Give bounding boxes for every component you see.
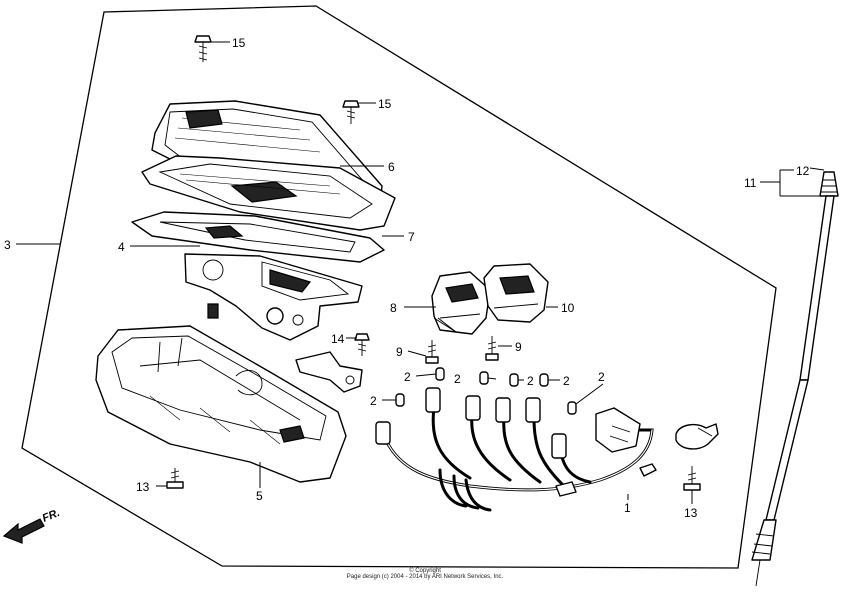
callout-labels: 15 15 6 7 4 3 5 13 13 14 8 10 9 9 2 2 2 … — [4, 36, 810, 520]
speedometer-cable[interactable] — [751, 171, 839, 587]
copyright-notice: © Copyright Page design (c) 2004 - 2014 … — [0, 568, 850, 580]
callout-9-left: 9 — [396, 345, 403, 359]
callout-14: 14 — [331, 332, 345, 346]
screw-9-left[interactable] — [425, 340, 439, 364]
cable-clamp[interactable] — [675, 423, 719, 450]
arrow-left-icon — [2, 518, 45, 544]
callout-2-e: 2 — [370, 394, 377, 408]
callout-2-a: 2 — [404, 370, 411, 384]
callout-13-left: 13 — [136, 480, 150, 494]
callout-2-f: 2 — [598, 370, 605, 384]
indicator-housing-8[interactable] — [431, 271, 491, 335]
callout-2-d: 2 — [563, 374, 570, 388]
callout-9-right: 9 — [515, 340, 522, 354]
meter-body[interactable] — [184, 253, 363, 341]
leader-lines — [16, 41, 825, 504]
mounting-bracket[interactable] — [295, 351, 363, 393]
meter-lens[interactable] — [141, 155, 396, 231]
callout-10: 10 — [561, 301, 575, 315]
copyright-line-1: © Copyright — [409, 568, 441, 574]
callout-4: 4 — [118, 240, 125, 254]
callout-7: 7 — [408, 230, 415, 244]
callout-15-lower: 15 — [378, 97, 392, 111]
meter-face-plate[interactable] — [131, 211, 385, 263]
screw-14[interactable] — [354, 333, 370, 356]
callout-2-c: 2 — [527, 374, 534, 388]
callout-8: 8 — [390, 301, 397, 315]
callout-1: 1 — [624, 501, 631, 515]
front-direction-indicator: FR. — [2, 507, 62, 544]
callout-2-b: 2 — [454, 372, 461, 386]
direction-label: FR. — [41, 507, 62, 525]
screw-13-left[interactable] — [166, 468, 184, 489]
callout-13-right: 13 — [684, 506, 698, 520]
callout-12: 12 — [796, 164, 810, 178]
callout-5: 5 — [256, 489, 263, 503]
screw-13-right[interactable] — [683, 466, 701, 491]
callout-15-upper: 15 — [232, 36, 246, 50]
callout-3: 3 — [4, 238, 11, 252]
copyright-line-2: Page design (c) 2004 - 2014 by ARI Netwo… — [346, 574, 504, 580]
assembly-frame — [21, 5, 777, 569]
meter-lower-case[interactable] — [95, 325, 347, 483]
wire-harness[interactable] — [375, 387, 657, 512]
indicator-housing-10[interactable] — [483, 263, 549, 323]
callout-11: 11 — [744, 176, 757, 190]
screw-15-lower[interactable] — [342, 100, 360, 124]
callout-6: 6 — [388, 160, 395, 174]
screw-15-upper[interactable] — [194, 35, 212, 62]
screw-9-right[interactable] — [485, 336, 499, 361]
